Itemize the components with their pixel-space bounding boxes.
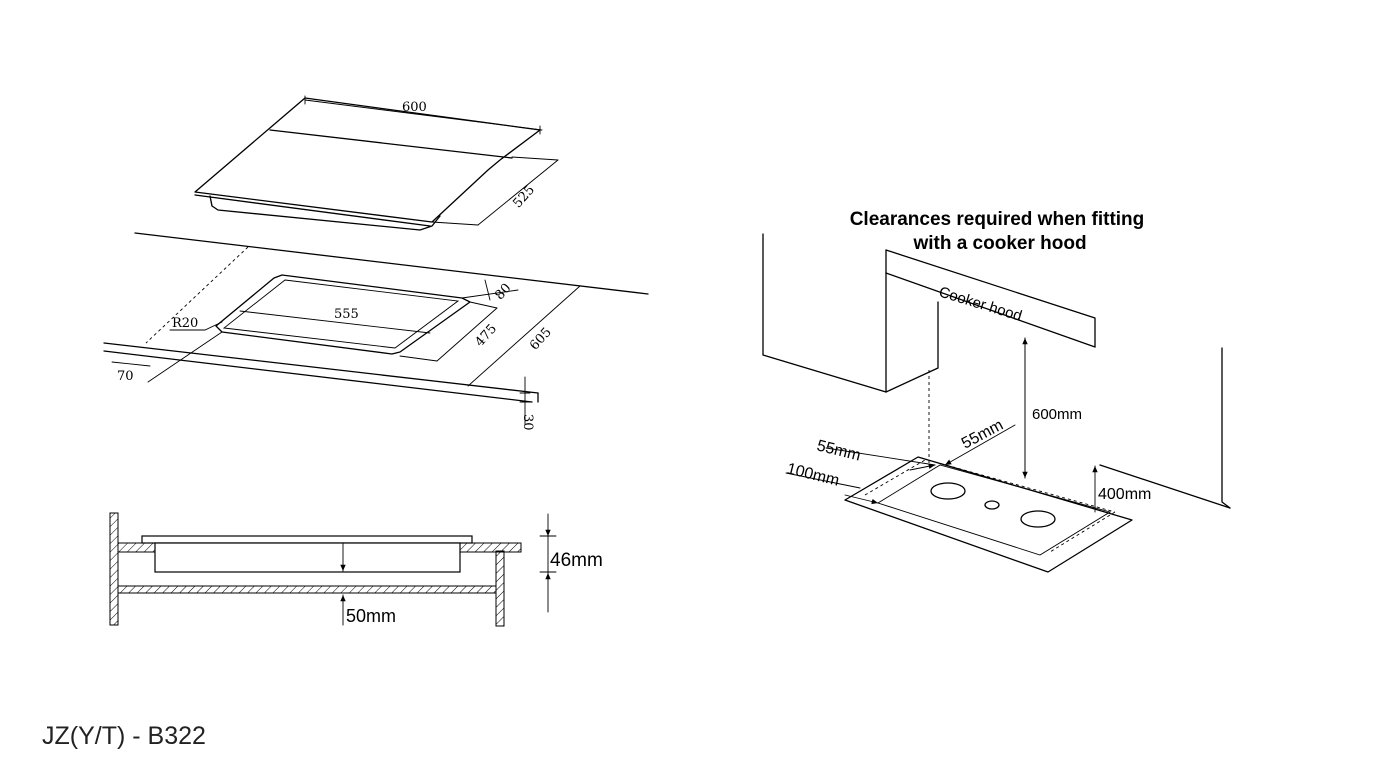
- hood-title-line1: Clearances required when fitting: [850, 209, 1145, 230]
- dim-600-label: 600: [402, 100, 427, 115]
- worktop-cutout: [103, 232, 649, 426]
- dim-525-label: 525: [510, 183, 538, 211]
- dim-70-label: 70: [117, 369, 134, 384]
- hood-diagram: [762, 233, 1231, 573]
- dim-600mm-label: 600mm: [1032, 406, 1082, 423]
- dim-80-label: 80: [492, 281, 514, 303]
- hood-title-line2: with a cooker hood: [912, 233, 1086, 254]
- hob-isometric: [194, 95, 559, 231]
- dim-555-label: 555: [334, 307, 359, 322]
- dim-30-label: 30: [520, 414, 535, 431]
- section-view: [109, 512, 557, 627]
- dim-50mm-label: 50mm: [346, 606, 396, 626]
- dim-55mm-left-label: 55mm: [815, 437, 862, 464]
- dim-55mm-top-label: 55mm: [959, 417, 1006, 453]
- dim-r20-label: R20: [172, 316, 198, 331]
- model-number: JZ(Y/T) - B322: [42, 722, 206, 750]
- dim-46mm-label: 46mm: [550, 550, 603, 571]
- cooker-hood-label: Cooker hood: [937, 284, 1024, 325]
- dim-400mm-label: 400mm: [1098, 486, 1151, 503]
- dim-100mm-label: 100mm: [785, 460, 841, 489]
